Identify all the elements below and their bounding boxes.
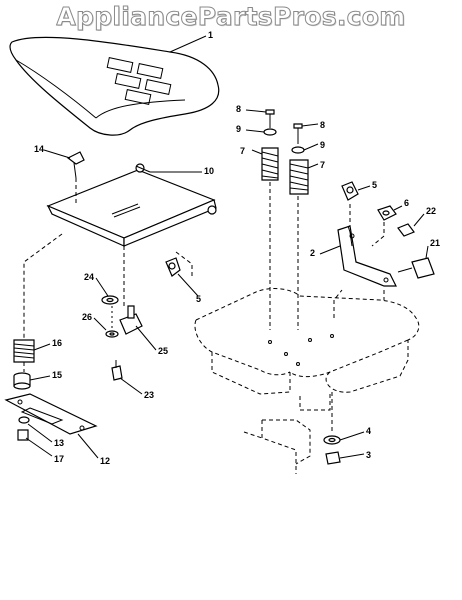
washer-26[interactable] [105,330,119,338]
callout-21: 21 [430,238,440,248]
seat[interactable] [9,36,220,136]
callout-7-left: 7 [240,146,245,156]
callout-9-right: 9 [320,140,325,150]
callout-3: 3 [366,450,371,460]
callout-8-left: 8 [236,104,241,114]
washer-22[interactable] [397,223,415,237]
bolt-17[interactable] [17,429,29,441]
callout-15: 15 [52,370,62,380]
callout-16: 16 [52,338,62,348]
callout-2: 2 [310,248,315,258]
callout-8-right: 8 [320,120,325,130]
callout-26: 26 [82,312,92,322]
callout-labels: 1 14 10 24 26 25 23 16 15 13 17 12 5 8 9… [34,30,440,466]
washer-4[interactable] [323,435,341,445]
washer-9-right[interactable] [291,146,305,154]
callout-23: 23 [144,390,154,400]
guide-line [333,289,343,318]
callout-5-right: 5 [372,180,377,190]
guide-line [23,233,63,338]
seat-knob[interactable] [66,151,85,179]
callout-6: 6 [404,198,409,208]
callout-24: 24 [84,272,94,282]
seat-clip[interactable] [165,257,181,277]
pin-8-left[interactable] [265,109,275,128]
fender-frame [194,288,420,474]
callout-9-left: 9 [236,124,241,134]
pivot-bracket[interactable] [119,305,143,335]
callout-7-right: 7 [320,160,325,170]
bolt-3[interactable] [325,451,341,465]
bolt-23[interactable] [111,360,123,381]
slide-plate[interactable] [4,393,98,435]
washer-24[interactable] [101,295,119,305]
spring-7-left[interactable] [261,147,279,181]
spring-7-right[interactable] [289,159,309,195]
callout-14: 14 [34,144,44,154]
seat-bracket[interactable] [337,225,397,287]
callout-22: 22 [426,206,436,216]
callout-1: 1 [208,30,213,40]
callout-17: 17 [54,454,64,464]
callout-12: 12 [100,456,110,466]
spacer[interactable] [13,372,31,390]
callout-5-left: 5 [196,294,201,304]
callout-10: 10 [204,166,214,176]
seat-pan[interactable] [46,163,217,247]
callout-13: 13 [54,438,64,448]
watermark: AppliancePartsPros.com [56,2,406,32]
callout-25: 25 [158,346,168,356]
seat-spring[interactable] [13,339,35,363]
spring-clip[interactable] [341,181,359,201]
callout-4: 4 [366,426,371,436]
adjust-knob[interactable] [397,257,435,279]
pin-8-right[interactable] [293,123,303,144]
guide-line [371,222,385,247]
guide-line [175,251,193,276]
nut-13[interactable] [18,416,30,424]
leader-lines [25,35,429,459]
washer-9-left[interactable] [263,128,277,136]
nut-6[interactable] [377,205,397,221]
